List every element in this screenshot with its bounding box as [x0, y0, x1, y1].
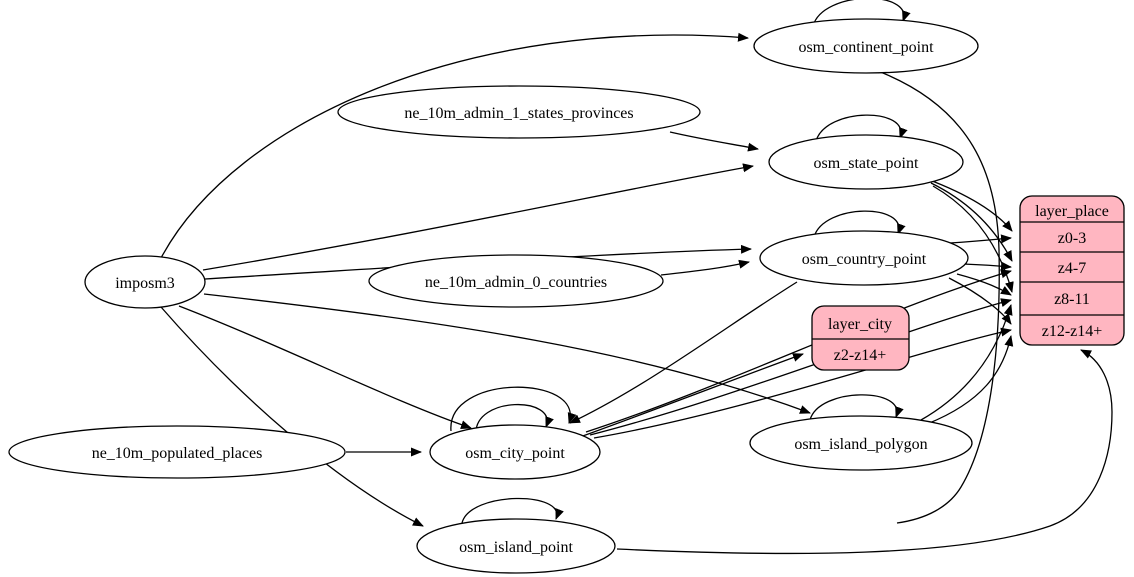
node-ne_10m_populated_places: ne_10m_populated_places	[8, 425, 346, 479]
svg-text:osm_island_polygon: osm_island_polygon	[794, 436, 927, 453]
edge-ne_10m_admin_0_countries-osm_country_point	[660, 259, 750, 276]
edge-osm_island_polygon-z12	[926, 335, 1014, 425]
node-osm_continent_point: osm_continent_point	[753, 18, 979, 74]
edge-osm_island_polygon-z8-11	[920, 304, 1013, 421]
node-imposm3: imposm3	[84, 255, 206, 309]
self-loop-osm_state_point	[815, 114, 908, 142]
record-row-z12-z14: z12-z14+	[1042, 323, 1103, 340]
svg-text:ne_10m_admin_0_countries: ne_10m_admin_0_countries	[425, 274, 607, 291]
edge-imposm3-osm_island_polygon	[203, 293, 811, 414]
svg-text:osm_state_point: osm_state_point	[814, 155, 919, 172]
self-loop-osm_city_point-outer	[450, 386, 577, 432]
edge-osm_city_point-layer_city-z2	[579, 353, 804, 438]
edge-imposm3-osm_state_point	[202, 163, 754, 271]
node-ne_10m_admin_0_countries: ne_10m_admin_0_countries	[368, 254, 664, 308]
svg-text:ne_10m_admin_1_states_province: ne_10m_admin_1_states_provinces	[404, 105, 633, 122]
edge-ne_10m_admin_1_states_provinces-osm_state_point	[669, 131, 759, 152]
edge-osm_city_point-z12	[593, 327, 1012, 439]
svg-text:osm_island_point: osm_island_point	[459, 539, 573, 556]
svg-text:ne_10m_populated_places: ne_10m_populated_places	[92, 445, 263, 462]
edge-osm_state_point-z4-7	[930, 182, 1013, 262]
self-loop-osm_continent_point	[812, 0, 911, 27]
edge-osm_continent_point-layer_place-z0-3	[877, 70, 1000, 524]
svg-text:osm_continent_point: osm_continent_point	[798, 39, 934, 56]
node-ne_10m_admin_1_states_provinces: ne_10m_admin_1_states_provinces	[337, 85, 701, 139]
node-osm_city_point: osm_city_point	[429, 424, 601, 480]
record-row-z8-11: z8-11	[1054, 291, 1090, 308]
svg-text:layer_place: layer_place	[1035, 203, 1109, 220]
node-osm_state_point: osm_state_point	[768, 134, 964, 190]
edge-osm_country_point-z0-3	[949, 234, 1012, 244]
svg-text:imposm3: imposm3	[115, 275, 175, 292]
record-layer_city: layer_city z2-z14+	[811, 305, 910, 371]
svg-text:osm_city_point: osm_city_point	[465, 445, 565, 462]
record-layer_place: layer_place z0-3 z4-7 z8-11 z12-z14+	[1019, 195, 1125, 346]
edge-osm_country_point-z12	[948, 277, 1012, 325]
node-osm_island_polygon: osm_island_polygon	[749, 415, 973, 471]
edge-osm_state_point-z8-11	[932, 185, 1014, 293]
self-loop-osm_country_point	[813, 210, 906, 238]
svg-text:layer_city: layer_city	[828, 316, 892, 333]
record-row-z4-7: z4-7	[1058, 260, 1086, 277]
edge-imposm3-osm_island_point	[160, 306, 424, 527]
record-row-z0-3: z0-3	[1058, 230, 1086, 247]
self-loop-osm_island_polygon	[809, 394, 904, 421]
self-loop-osm_city_point-inner	[475, 403, 554, 435]
edge-osm_country_point-z4-7	[962, 261, 1012, 271]
node-osm_island_point: osm_island_point	[416, 518, 616, 574]
edge-osm_city_point-z8-11	[589, 298, 1012, 436]
record-row-z2-z14: z2-z14+	[834, 347, 887, 364]
self-loop-osm_island_point	[461, 497, 564, 524]
edge-osm_country_point-z8-11	[956, 273, 1012, 296]
edge-osm_country_point-osm_city_point	[569, 281, 798, 424]
edge-osm_city_point-z4-7	[585, 269, 1012, 433]
edge-imposm3-osm_continent_point	[160, 32, 749, 259]
edge-osm_island_point-layer_place-z12	[616, 349, 1113, 555]
edge-imposm3-osm_city_point	[178, 305, 472, 430]
node-osm_country_point: osm_country_point	[759, 230, 969, 286]
svg-text:osm_country_point: osm_country_point	[802, 251, 927, 268]
edge-osm_state_point-z0-3	[926, 178, 1013, 232]
